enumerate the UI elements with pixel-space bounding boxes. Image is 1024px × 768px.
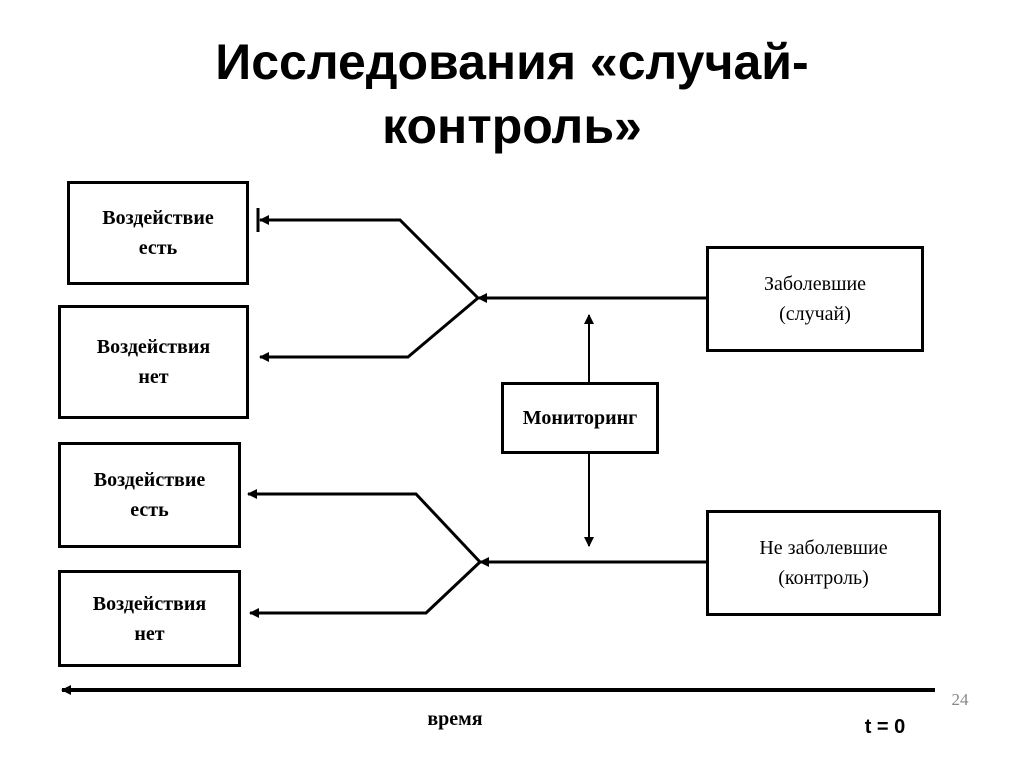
exposure-no-box-1: Воздействия нет [58, 305, 249, 419]
slide-title: Исследования «случай- контроль» [0, 30, 1024, 158]
exposure-no-box-2-line-2: нет [134, 622, 165, 645]
controls-box-line-2: (контроль) [778, 567, 869, 589]
exposure-yes-box-1-line-1: Воздействие [102, 207, 214, 229]
page-number: 24 [951, 690, 969, 709]
slide-title-line-1: Исследования «случай- [215, 34, 809, 90]
exposure-yes-box-1: Воздействие есть [67, 181, 249, 285]
exposure-no-box-1-line-2: нет [138, 366, 169, 388]
monitoring-box: Мониторинг [501, 382, 659, 454]
cases-box-line-2: (случай) [779, 303, 851, 325]
exposure-no-box-1-line-1: Воздействия [96, 336, 211, 358]
exposure-no-box-2-line-1: Воздействия [92, 592, 207, 615]
exposure-yes-box-1-line-2: есть [138, 237, 178, 259]
monitoring-box-label: Мониторинг [522, 407, 638, 429]
controls-to-exposure-no-arrow [249, 560, 482, 618]
cases-box: Заболевшие (случай) [706, 246, 924, 352]
controls-box: Не заболевшие (контроль) [706, 510, 941, 616]
exposure-yes-box-2: Воздействие есть [58, 442, 241, 548]
time-axis-label: время [427, 708, 483, 730]
controls-to-exposure-yes-arrow [247, 489, 482, 564]
cases-to-exposure-no-arrow [259, 296, 479, 362]
exposure-no-box-2: Воздействия нет [58, 570, 241, 667]
exposure-yes-box-2-line-2: есть [130, 499, 169, 521]
time-origin-label: t = 0 [864, 716, 906, 738]
cases-box-line-1: Заболевшие [763, 273, 867, 295]
slide-title-line-2: контроль» [382, 98, 642, 154]
exposure-yes-box-2-line-1: Воздействие [93, 469, 206, 491]
controls-box-line-1: Не заболевшие [759, 537, 888, 559]
cases-to-exposure-yes-arrow [259, 215, 480, 300]
